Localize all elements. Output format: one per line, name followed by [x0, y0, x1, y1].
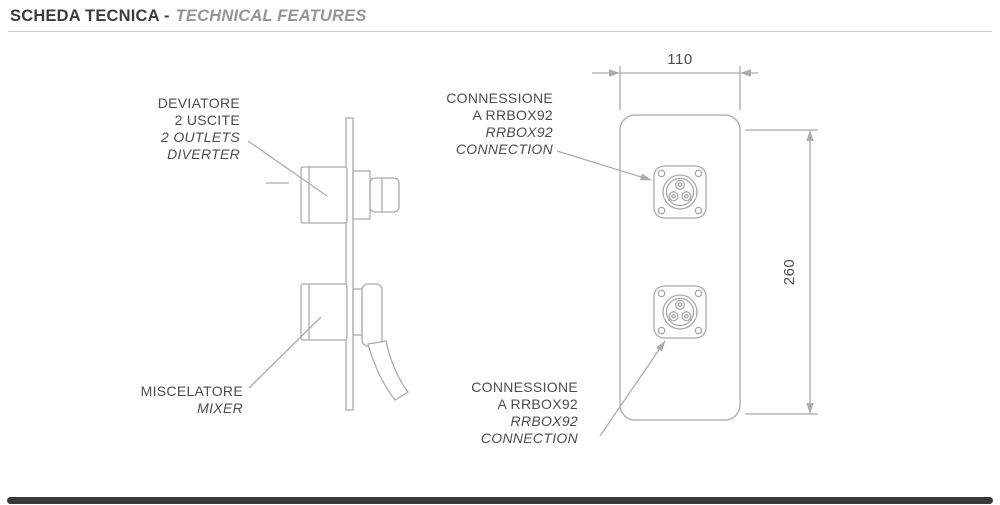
dimension-width-arrow-left [609, 69, 620, 77]
header-title-english: TECHNICAL FEATURES [175, 7, 367, 25]
mixer-label-line-2: MIXER [197, 400, 243, 416]
connection-port-top [653, 165, 707, 219]
connection-top-leader-arrow [556, 150, 652, 181]
header-divider [8, 31, 992, 32]
connection-bottom-label-line-4: CONNECTION [480, 430, 578, 446]
mixer-lever-handle [367, 340, 409, 401]
front-plate [619, 114, 741, 421]
mixer-valve-drawing [300, 283, 409, 401]
dimension-height: 260 [745, 129, 818, 415]
connection-top-label-line-1: CONNESSIONE [446, 90, 553, 106]
dimension-width-value: 110 [667, 51, 692, 68]
diverter-label: DEVIATORE 2 USCITE 2 OUTLETS DIVERTER [100, 95, 240, 163]
connection-bottom-label-line-2: A RRBOX92 [497, 396, 578, 412]
diverter-label-line-4: DIVERTER [167, 146, 240, 162]
diverter-label-line-3: 2 OUTLETS [161, 129, 240, 145]
front-view-drawing: 110 260 [556, 51, 818, 437]
diverter-valve-drawing [266, 166, 400, 224]
page-header: SCHEDA TECNICA - TECHNICAL FEATURES [10, 7, 367, 26]
diverter-label-line-2: 2 USCITE [174, 112, 240, 128]
connection-bottom-label: CONNESSIONE A RRBOX92 RRBOX92 CONNECTION [438, 379, 578, 447]
dimension-width-arrow-right [740, 69, 751, 77]
connection-top-label-line-4: CONNECTION [455, 141, 553, 157]
mixer-label: MISCELATORE MIXER [103, 383, 243, 417]
connection-bottom-label-line-1: CONNESSIONE [471, 379, 578, 395]
footer-bar [7, 497, 993, 504]
mixer-leader-line [248, 316, 322, 389]
connection-top-label-line-2: A RRBOX92 [472, 107, 553, 123]
diverter-label-line-1: DEVIATORE [157, 95, 240, 111]
dimension-height-arrow-bottom [806, 403, 814, 414]
wall-plate-edge [345, 117, 354, 411]
dimension-height-arrow-top [806, 130, 814, 141]
header-title-italian: SCHEDA TECNICA - [10, 7, 170, 25]
connection-top-label: CONNESSIONE A RRBOX92 RRBOX92 CONNECTION [413, 90, 553, 158]
side-view-drawing [247, 117, 409, 411]
mixer-label-line-1: MISCELATORE [140, 383, 243, 399]
diverter-leader-line [247, 140, 328, 197]
dimension-width: 110 [592, 51, 758, 110]
connection-bottom-leader-arrow [599, 340, 666, 437]
connection-port-bottom [653, 285, 707, 339]
dimension-height-value: 260 [781, 259, 798, 286]
connection-bottom-label-line-3: RRBOX92 [510, 413, 578, 429]
connection-top-label-line-3: RRBOX92 [485, 124, 553, 140]
